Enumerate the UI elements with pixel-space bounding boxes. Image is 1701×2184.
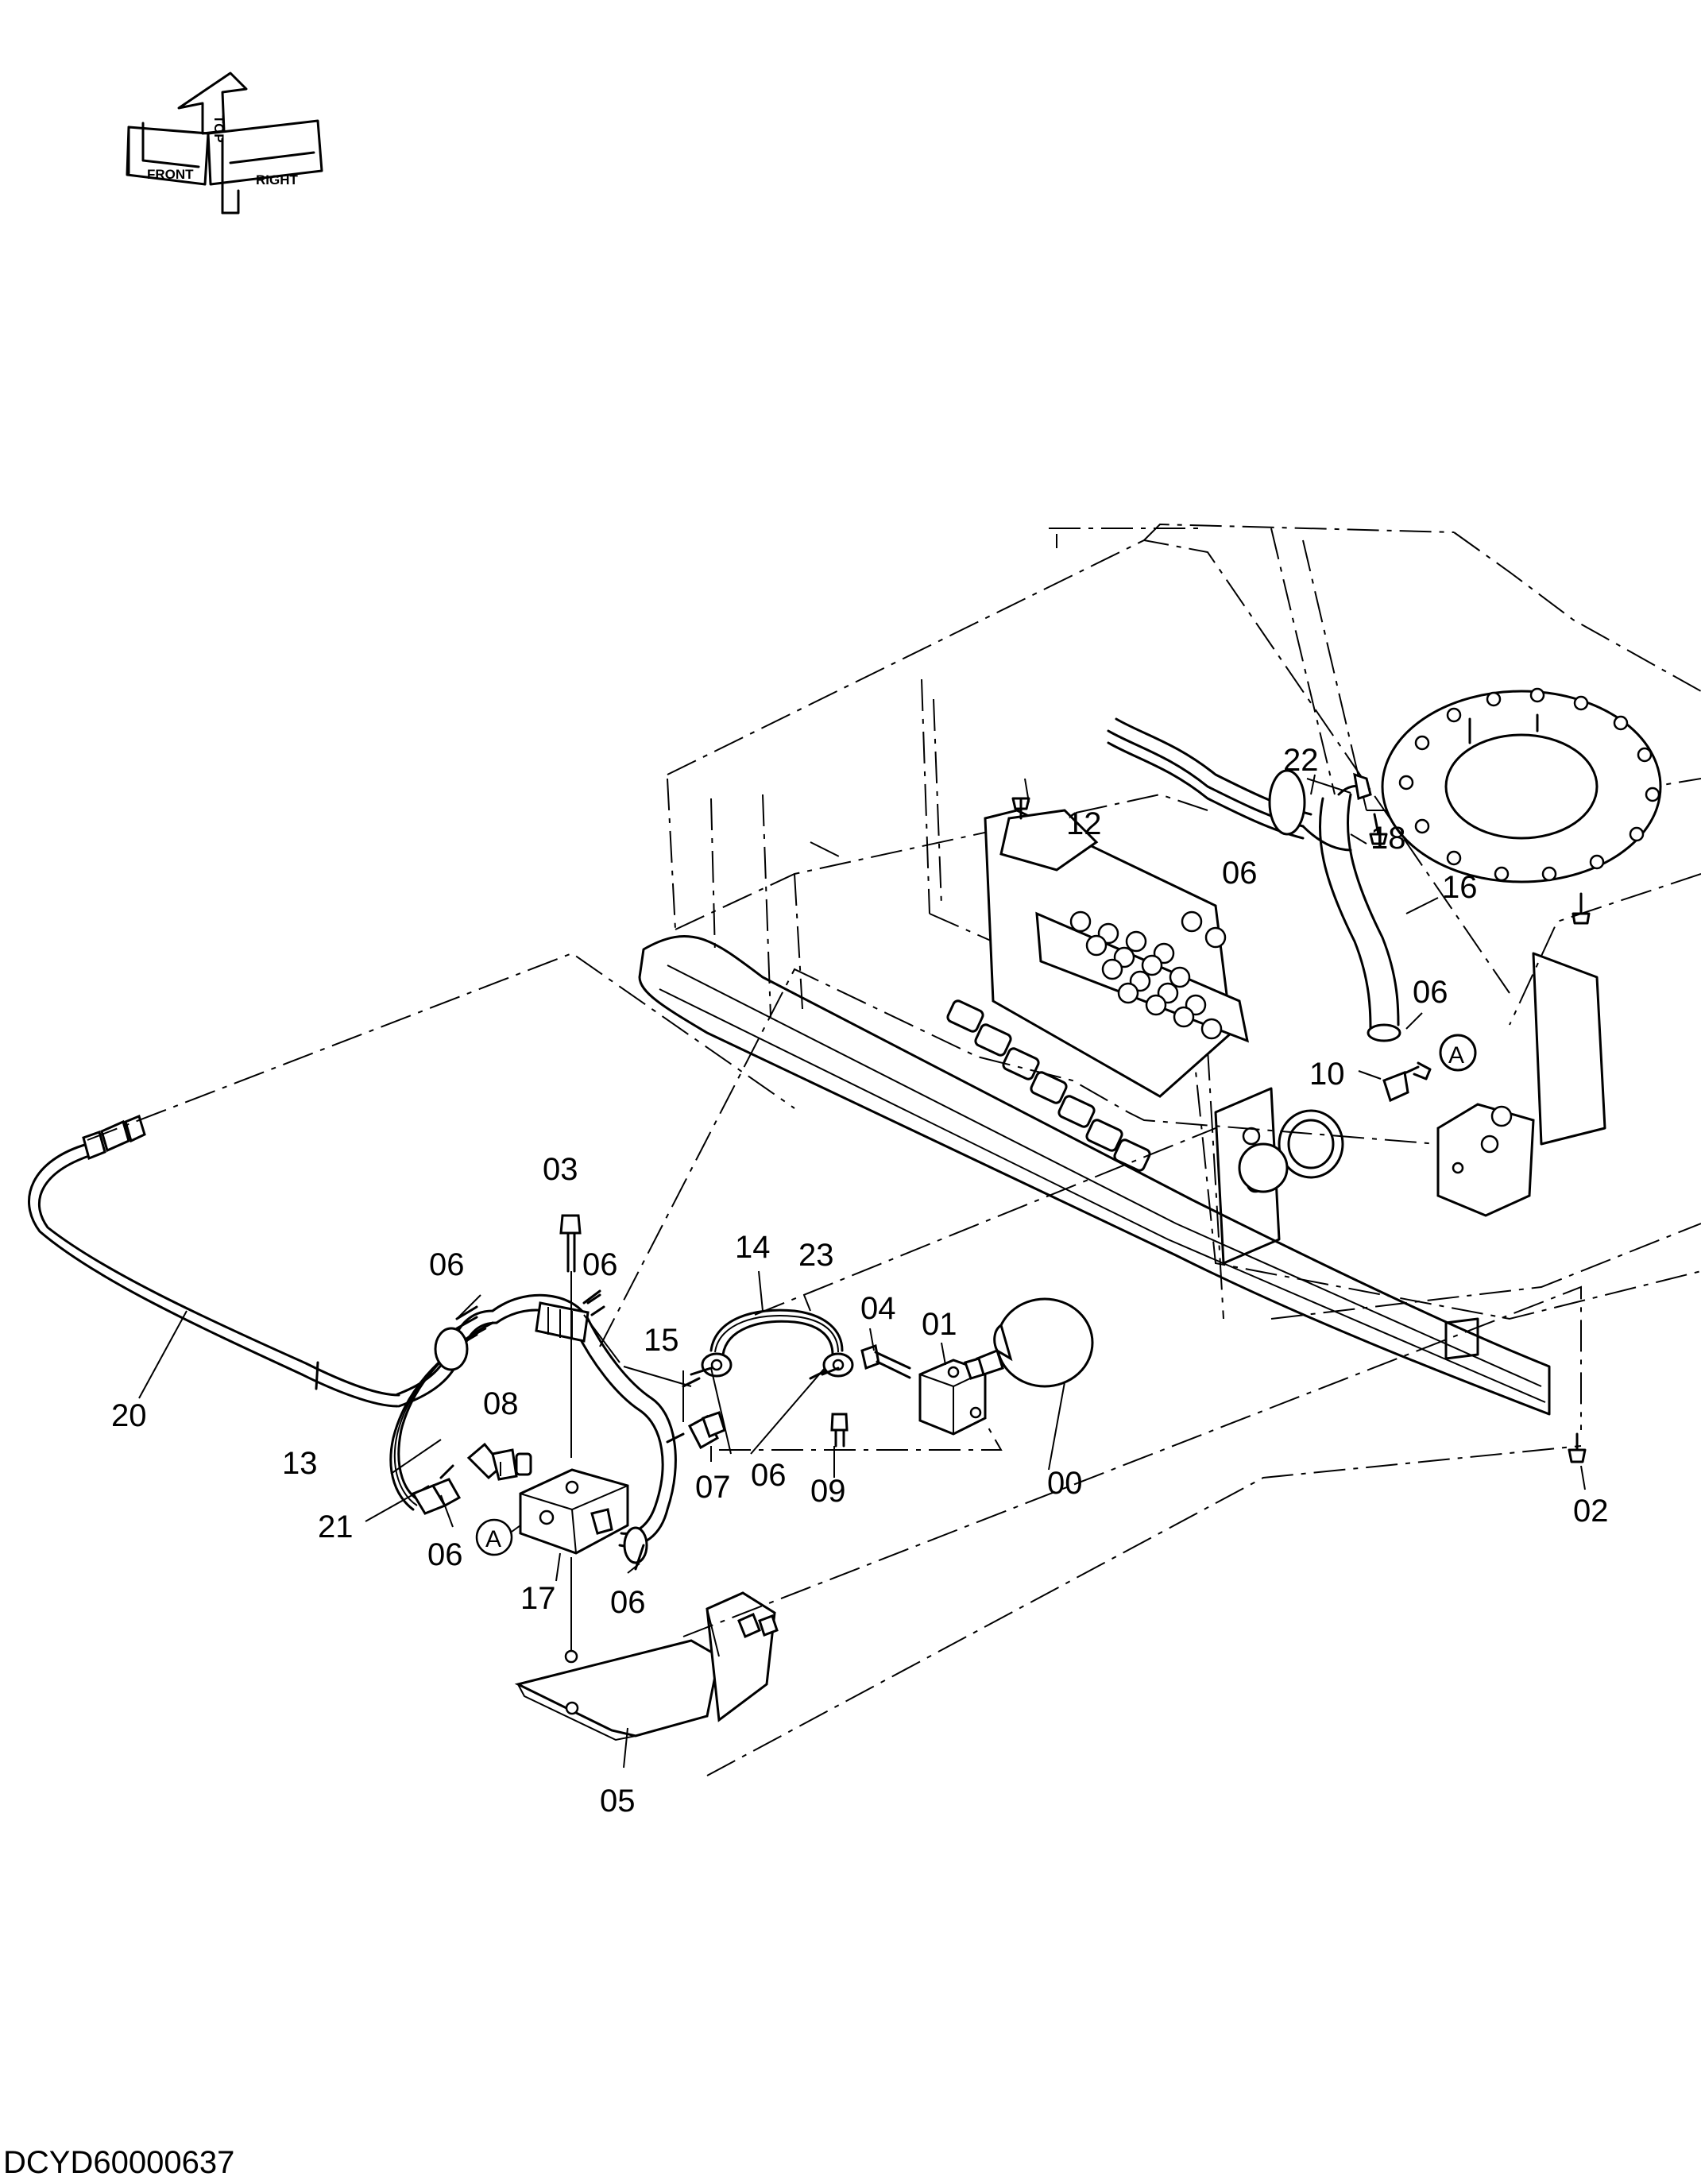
callout-23: 23 xyxy=(798,1238,834,1273)
callout-14: 14 xyxy=(735,1230,771,1265)
callout-05: 05 xyxy=(600,1784,636,1819)
valve-port-grid xyxy=(1069,910,1227,1040)
bolt-03 xyxy=(559,1214,582,1458)
fitting-08 xyxy=(466,1442,532,1481)
ref-a-upper: A xyxy=(1448,1042,1464,1069)
installation-lines xyxy=(87,952,1582,1776)
orientation-label-top: TOP xyxy=(211,115,226,143)
callout-06-c: 06 xyxy=(751,1458,787,1493)
callout-01: 01 xyxy=(922,1307,957,1342)
fitting-10 xyxy=(1382,1061,1432,1103)
orientation-label-right: RIGHT xyxy=(256,172,299,187)
callout-20: 20 xyxy=(111,1398,147,1433)
block-01 xyxy=(918,1359,987,1436)
hose-16 xyxy=(1268,769,1401,1042)
hose-15 xyxy=(491,1293,677,1571)
manifold-block-17 xyxy=(475,1468,629,1656)
bracket-05 xyxy=(514,1591,779,1768)
callout-08: 08 xyxy=(483,1386,519,1421)
callout-04: 04 xyxy=(860,1291,896,1326)
callout-06-f: 06 xyxy=(1222,856,1258,891)
callout-02: 02 xyxy=(1573,1494,1609,1529)
fitting-09 xyxy=(830,1413,849,1448)
callout-06-g: 06 xyxy=(1413,975,1448,1010)
callout-06-a: 06 xyxy=(429,1247,465,1282)
upper-frame xyxy=(638,523,1701,1463)
hose-20 xyxy=(28,1114,498,1408)
callout-10: 10 xyxy=(1309,1057,1345,1092)
callout-labels: 00 01 02 03 04 05 06 06 06 06 06 06 06 0… xyxy=(111,743,1609,1819)
callout-09: 09 xyxy=(810,1474,846,1509)
fitting-07 xyxy=(666,1411,726,1450)
valve-spool-caps xyxy=(946,999,1151,1172)
turntable-bolt-holes xyxy=(1398,687,1660,882)
callout-22: 22 xyxy=(1283,743,1319,778)
hose-14-23 xyxy=(690,1308,854,1378)
orientation-icon: FRONT TOP RIGHT xyxy=(126,72,323,215)
leader-lines xyxy=(138,774,1586,1574)
accumulator-00 xyxy=(964,1297,1094,1388)
callout-12: 12 xyxy=(1066,806,1102,841)
callout-06-b: 06 xyxy=(582,1247,618,1282)
callout-21: 21 xyxy=(318,1509,354,1544)
callout-17: 17 xyxy=(520,1581,556,1616)
ref-a-lower: A xyxy=(485,1526,501,1552)
callout-16: 16 xyxy=(1442,870,1478,905)
drawing-code: DCYD60000637 xyxy=(3,2145,235,2180)
bolt-04 xyxy=(860,1343,911,1379)
callout-18: 18 xyxy=(1370,821,1406,856)
hose-13-21 xyxy=(389,1321,494,1515)
callout-06-d: 06 xyxy=(427,1537,463,1572)
main-control-valve xyxy=(946,717,1312,1172)
callout-13: 13 xyxy=(282,1446,318,1481)
callout-00: 00 xyxy=(1047,1466,1083,1501)
callout-07: 07 xyxy=(695,1470,731,1505)
callout-03: 03 xyxy=(543,1152,578,1187)
callout-15: 15 xyxy=(644,1323,679,1358)
orientation-label-front: FRONT xyxy=(147,167,194,182)
callout-06-e: 06 xyxy=(610,1585,646,1620)
